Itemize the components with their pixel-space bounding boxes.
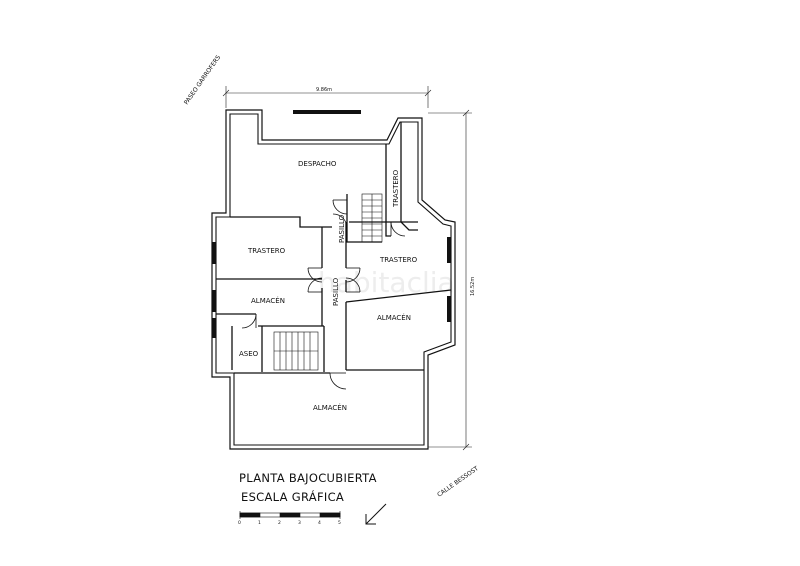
scale-label: ESCALA GRÁFICA bbox=[241, 489, 344, 504]
room-label-pasillo-center: PASILLO bbox=[332, 277, 340, 306]
room-label-almacen-right: ALMACÉN bbox=[377, 313, 411, 322]
staircase-lower bbox=[273, 331, 319, 371]
scale-tick: 5 bbox=[338, 520, 341, 526]
height-dimension-label: 16.52m bbox=[470, 277, 476, 296]
windows bbox=[212, 110, 451, 338]
exterior-walls bbox=[211, 109, 456, 450]
room-label-aseo: ASEO bbox=[239, 350, 259, 358]
room-label-trastero-right: TRASTERO bbox=[379, 256, 418, 264]
scale-tick: 1 bbox=[258, 520, 261, 526]
scale-ticks: 0 1 2 3 4 5 bbox=[238, 520, 341, 526]
room-label-trastero-left: TRASTERO bbox=[247, 247, 286, 255]
room-label-almacen-left: ALMACÉN bbox=[251, 296, 285, 305]
street-label-north: PASEO GARROFERS bbox=[183, 54, 222, 106]
doors bbox=[241, 199, 406, 390]
scale-bar bbox=[239, 511, 341, 519]
scale-tick: 0 bbox=[238, 520, 241, 526]
room-label-trastero-vertical: TRASTERO bbox=[392, 169, 400, 208]
watermark: habitaclia bbox=[318, 266, 455, 299]
room-label-despacho: DESPACHO bbox=[298, 160, 337, 168]
room-label-pasillo-upper: PASILLO bbox=[338, 214, 346, 243]
plan-title: PLANTA BAJOCUBIERTA bbox=[239, 471, 377, 485]
scale-tick: 3 bbox=[298, 520, 301, 526]
street-label-south: CALLE BESSOST bbox=[436, 465, 480, 499]
width-dimension-label: 9.86m bbox=[316, 87, 332, 93]
staircase-upper bbox=[361, 193, 383, 243]
width-dimension bbox=[222, 86, 432, 108]
height-dimension bbox=[428, 109, 472, 451]
orientation-arrow-icon bbox=[365, 503, 387, 525]
scale-tick: 2 bbox=[278, 520, 281, 526]
scale-tick: 4 bbox=[318, 520, 321, 526]
interior-walls bbox=[216, 122, 452, 374]
room-label-almacen-bottom: ALMACÉN bbox=[313, 403, 347, 412]
